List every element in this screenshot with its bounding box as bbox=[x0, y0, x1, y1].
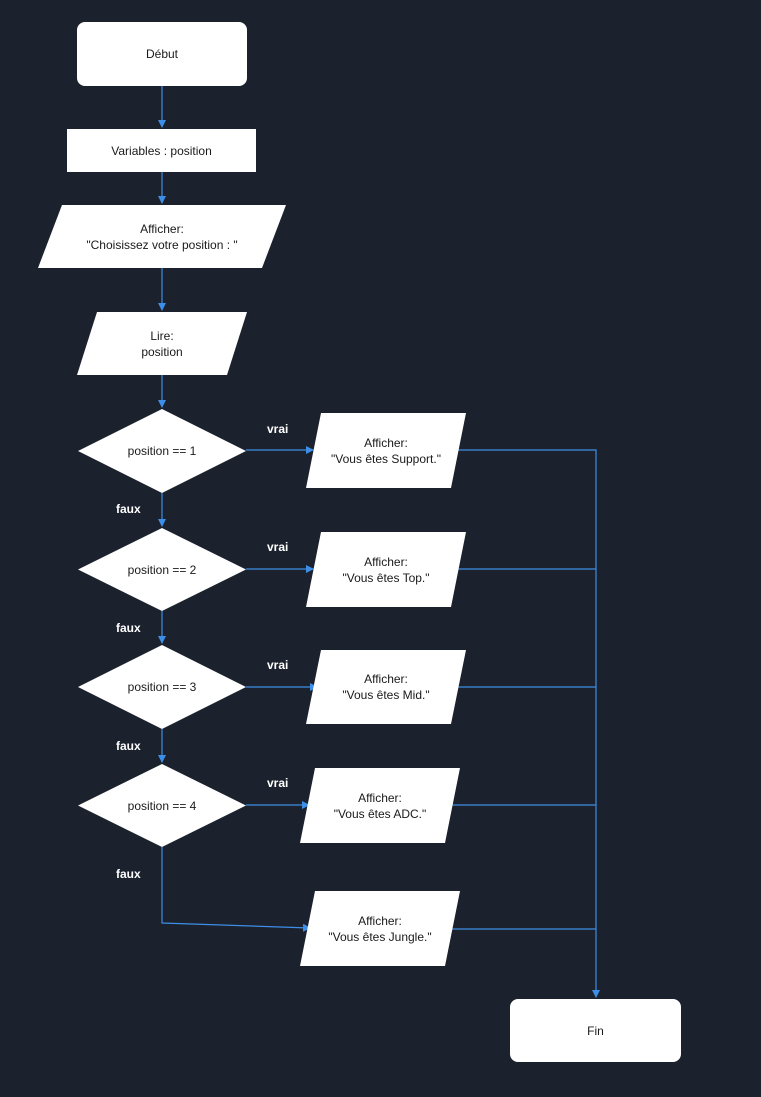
label-faux-2: faux bbox=[116, 621, 141, 635]
label-faux-3: faux bbox=[116, 739, 141, 753]
node-text: Afficher: "Choisissez votre position : " bbox=[86, 221, 238, 252]
output-adc-node: Afficher: "Vous êtes ADC." bbox=[300, 768, 460, 843]
diamond-shape bbox=[78, 645, 246, 729]
decision-node-2: position == 2 bbox=[78, 528, 246, 611]
output-support-node: Afficher: "Vous êtes Support." bbox=[306, 413, 466, 488]
node-text: Afficher: "Vous êtes Mid." bbox=[342, 672, 430, 702]
decision-node-3: position == 3 bbox=[78, 645, 246, 729]
decision-node-1: position == 1 bbox=[78, 409, 246, 493]
node-text: Afficher: "Vous êtes Support." bbox=[331, 435, 441, 466]
variables-node: Variables : position bbox=[67, 129, 256, 172]
parallelogram-shape bbox=[77, 312, 247, 375]
end-node: Fin bbox=[510, 999, 681, 1062]
node-text: Afficher: "Vous êtes Jungle." bbox=[328, 913, 432, 944]
label-vrai-3: vrai bbox=[267, 658, 289, 672]
decision-node-4: position == 4 bbox=[78, 764, 246, 847]
label-vrai-2: vrai bbox=[267, 540, 289, 554]
label-faux-1: faux bbox=[116, 502, 141, 516]
diamond-shape bbox=[78, 528, 246, 611]
parallelogram-shape bbox=[38, 205, 286, 268]
parallelogram-shape bbox=[306, 650, 466, 724]
label-vrai-1: vrai bbox=[267, 422, 289, 436]
node-text: Afficher: "Vous êtes ADC." bbox=[333, 790, 427, 821]
output-jungle-node: Afficher: "Vous êtes Jungle." bbox=[300, 891, 460, 966]
edge-support-fin bbox=[457, 449, 600, 998]
read-input-node: Lire: position bbox=[77, 312, 247, 375]
node-text: position == 4 bbox=[127, 798, 197, 813]
node-text: position == 3 bbox=[127, 680, 197, 694]
parallelogram-shape bbox=[306, 413, 466, 488]
diamond-shape bbox=[78, 764, 246, 847]
display-prompt-node: Afficher: "Choisissez votre position : " bbox=[38, 205, 286, 268]
diamond-shape bbox=[78, 409, 246, 493]
parallelogram-shape bbox=[306, 532, 466, 607]
label-faux-4: faux bbox=[116, 867, 141, 881]
parallelogram-shape bbox=[300, 891, 460, 966]
label-vrai-4: vrai bbox=[267, 776, 289, 790]
node-text: Afficher: "Vous êtes Top." bbox=[342, 554, 430, 585]
output-top-node: Afficher: "Vous êtes Top." bbox=[306, 532, 466, 607]
node-text: position == 2 bbox=[127, 562, 197, 577]
output-mid-node: Afficher: "Vous êtes Mid." bbox=[306, 650, 466, 724]
parallelogram-shape bbox=[300, 768, 460, 843]
start-node: Début bbox=[77, 22, 247, 86]
edge-cond4-jungle bbox=[161, 847, 311, 932]
node-text: position == 1 bbox=[127, 444, 197, 458]
node-text: Lire: position bbox=[141, 328, 183, 359]
